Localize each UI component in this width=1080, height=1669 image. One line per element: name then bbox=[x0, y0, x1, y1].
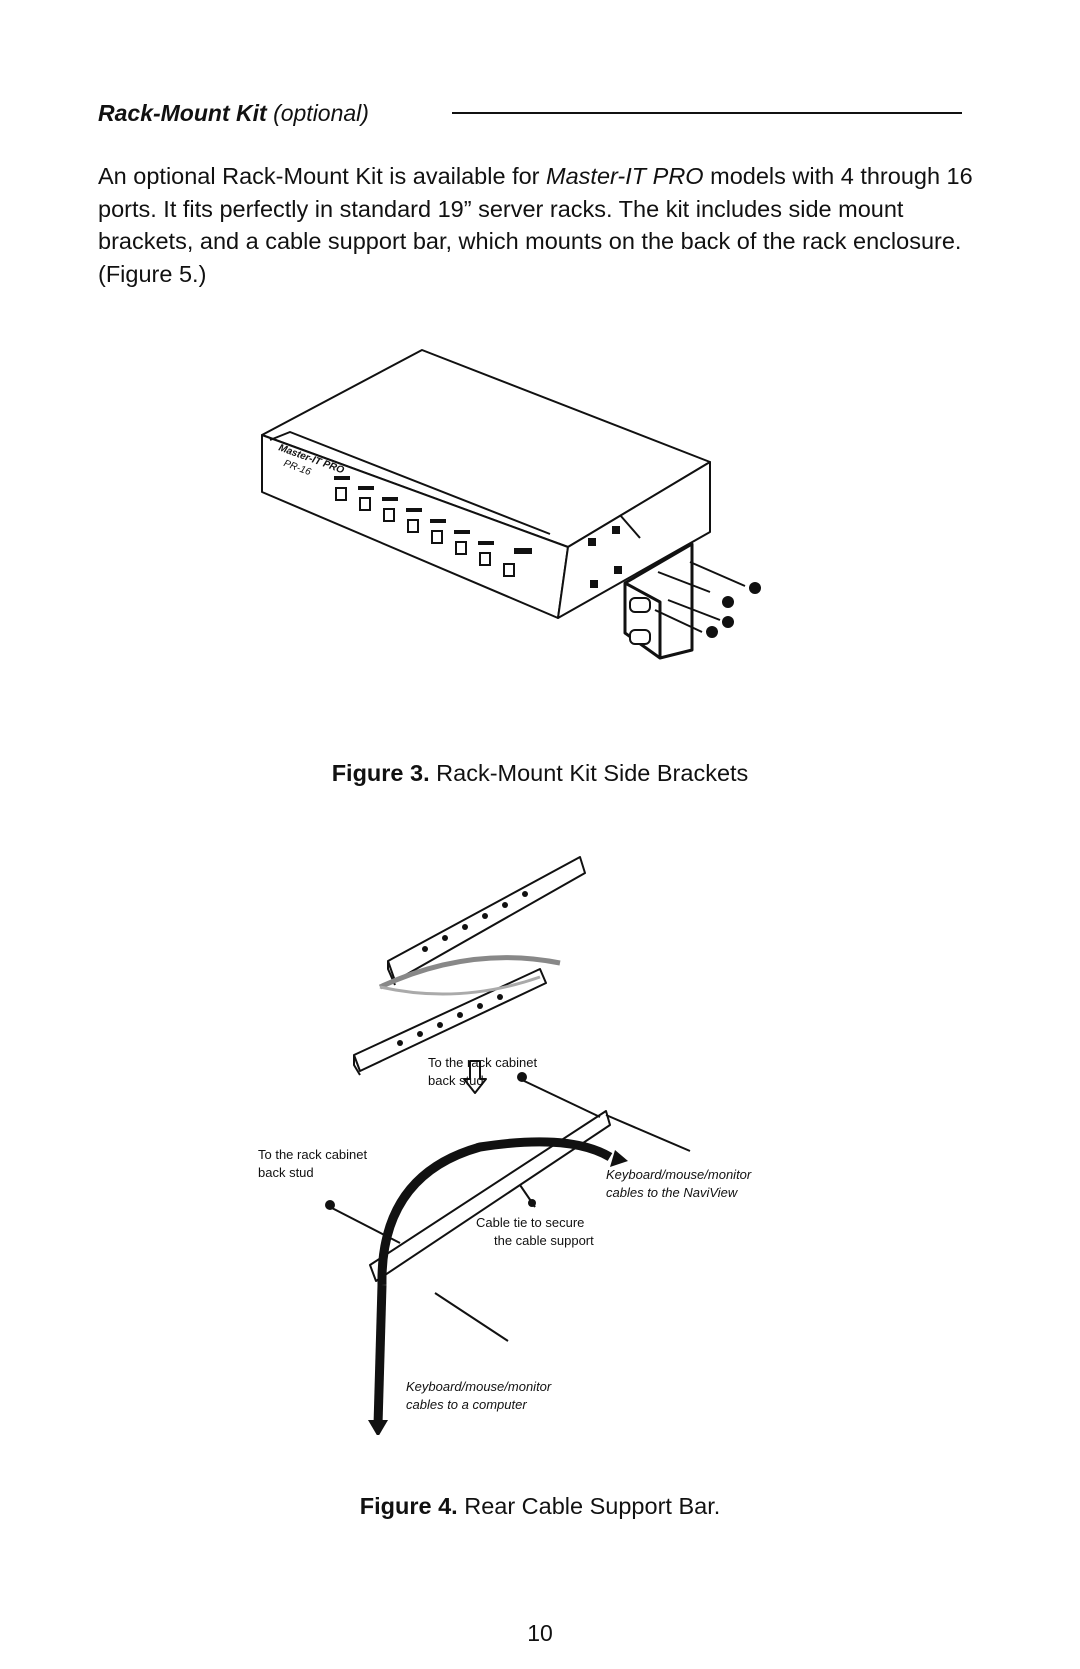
callout-rack-stud-upper-2: back stud bbox=[428, 1073, 484, 1088]
callout-cables-computer-2: cables to a computer bbox=[406, 1397, 527, 1412]
body-paragraph: An optional Rack-Mount Kit is available … bbox=[98, 160, 978, 290]
section-title: Rack-Mount Kit bbox=[98, 100, 267, 126]
figure-3-number: Figure 3. bbox=[331, 760, 430, 786]
figure-3-illustration: Master-IT PRO PR-16 bbox=[261, 349, 761, 660]
figure-4-caption: Figure 4. Rear Cable Support Bar. bbox=[0, 1493, 1080, 1520]
section-heading: Rack-Mount Kit (optional) bbox=[98, 100, 369, 127]
section-title-note: (optional) bbox=[273, 100, 369, 126]
figure-3-title: Rack-Mount Kit Side Brackets bbox=[429, 760, 749, 786]
figure-4-title: Rear Cable Support Bar. bbox=[457, 1493, 721, 1519]
heading-rule bbox=[452, 112, 962, 114]
page-number: 10 bbox=[527, 1620, 553, 1646]
figure-4-illustration: To the rack cabinet back stud To the rac… bbox=[258, 856, 752, 1435]
paragraph-text-2: models with 4 through 16 ports. It fits … bbox=[98, 163, 973, 287]
callout-cable-tie-2: the cable support bbox=[494, 1233, 594, 1248]
callout-rack-stud-left-1: To the rack cabinet bbox=[258, 1147, 368, 1162]
callout-cable-tie-1: Cable tie to secure bbox=[476, 1215, 584, 1230]
figure-3-caption: Figure 3. Rack-Mount Kit Side Brackets bbox=[0, 760, 1080, 787]
callout-cables-naviview-1: Keyboard/mouse/monitor bbox=[606, 1167, 752, 1182]
callout-cables-computer-1: Keyboard/mouse/monitor bbox=[406, 1379, 552, 1394]
product-name: Master-IT PRO bbox=[546, 163, 704, 189]
paragraph-text-1: An optional Rack-Mount Kit is available … bbox=[98, 163, 547, 189]
callout-rack-stud-upper-1: To the rack cabinet bbox=[428, 1055, 538, 1070]
figure-4-number: Figure 4. bbox=[359, 1493, 458, 1519]
callout-rack-stud-left-2: back stud bbox=[258, 1165, 314, 1180]
callout-cables-naviview-2: cables to the NaviView bbox=[606, 1185, 739, 1200]
